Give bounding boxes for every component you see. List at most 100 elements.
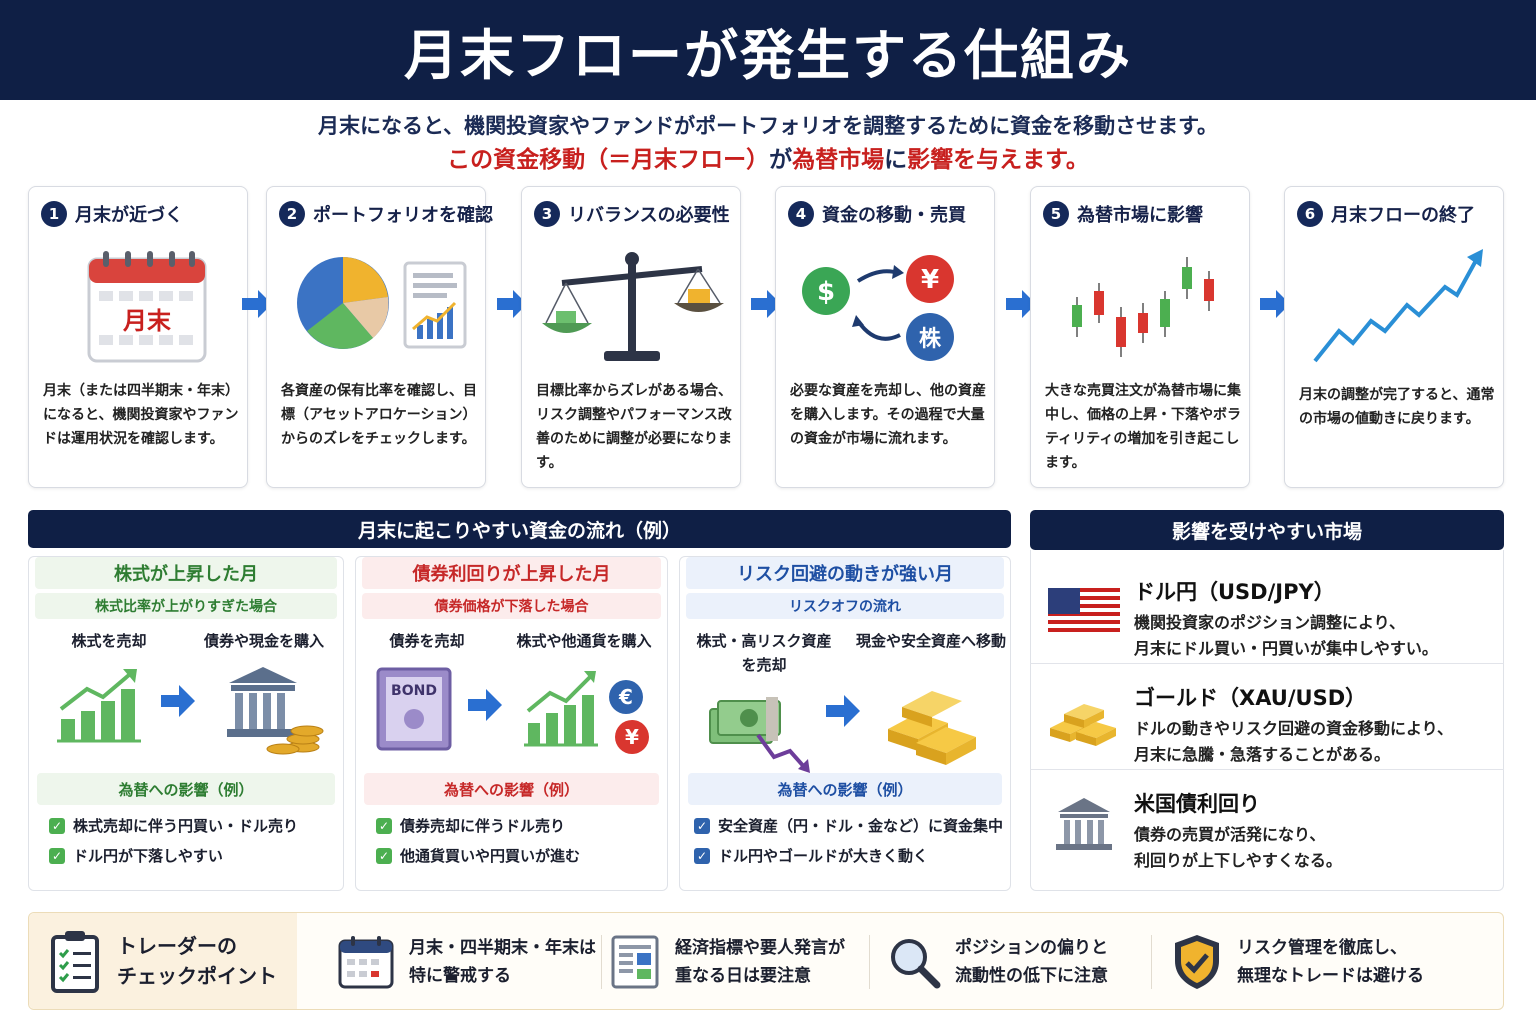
market-description: 債券の売買が活発になり、利回りが上下しやすくなる。 [1134, 825, 1342, 870]
step-title: 資金の移動・売買 [822, 205, 966, 226]
effect-title: 為替への影響（例） [37, 773, 335, 805]
effect-title: 為替への影響（例） [364, 773, 659, 805]
step-number: 6 [1297, 201, 1323, 227]
flow-section-title: 月末に起こりやすい資金の流れ（例） [28, 510, 1011, 548]
checkpoints-lead: トレーダーのチェックポイント [29, 913, 297, 1009]
checkpoints-title: トレーダーのチェックポイント [117, 934, 277, 988]
stock-symbol: 株 [919, 327, 942, 352]
pie-chart-icon [297, 257, 467, 349]
column-subtitle: リスクオフの流れ [686, 593, 1004, 619]
markets-panel [1030, 550, 1504, 891]
step-title: 月末フローの終了 [1331, 205, 1475, 226]
action-right: 現金や安全資産へ移動 [856, 632, 1007, 650]
check-item: ✓株式売却に伴う円買い・ドル売り [49, 815, 298, 836]
column-subtitle: 債券価格が下落した場合 [362, 593, 661, 619]
check-item: ✓ドル円が下落しやすい [49, 845, 223, 866]
check-item: ✓ドル円やゴールドが大きく動く [694, 845, 928, 866]
step-number: 4 [788, 201, 814, 227]
step-1: 1 月末が近づく 月末 月末（または四半期末・年末）になると、機関投資家やファンド… [28, 186, 248, 488]
step-text: 各資産の保有比率を確認し、目標（アセットアロケーション）からのズレをチェックしま… [281, 383, 477, 447]
step-number: 2 [279, 201, 305, 227]
divider [869, 935, 870, 989]
intro-highlight-2: 為替市場 [792, 147, 885, 173]
checkpoint-item: 経済指標や要人発言が重なる日は要注意 [609, 933, 845, 991]
action-right: 株式や他通貨を購入 [516, 632, 652, 650]
step-text: 必要な資産を売却し、他の資産を購入します。その過程で大量の資金が市場に流れます。 [790, 383, 986, 447]
market-item-usdjpy: ドル円（USD/JPY） 機関投資家のポジション調整により、月末にドル買い・円買… [1030, 558, 1504, 664]
step-6: 6 月末フローの終了 月末の調整が完了すると、通常の市場の値動きに戻ります。 [1284, 186, 1504, 488]
treasury-building-icon [1056, 798, 1112, 850]
us-flag-icon [1048, 588, 1120, 636]
check-icon: ✓ [694, 847, 710, 864]
check-item: ✓債券売却に伴うドル売り [376, 815, 565, 836]
market-description: ドルの動きやリスク回避の資金移動により、月末に急騰・急落することがある。 [1134, 719, 1454, 764]
action-left: 株式を売却 [71, 632, 147, 650]
market-name: 米国債利回り [1134, 792, 1260, 816]
step-text: 月末の調整が完了すると、通常の市場の値動きに戻ります。 [1299, 387, 1495, 427]
checkpoint-item: ポジションの偏りと流動性の低下に注意 [887, 933, 1108, 991]
step-text: 大きな売買注文が為替市場に集中し、価格の上昇・下落やボラティリティの増加を引き起… [1045, 383, 1241, 471]
calendar-label: 月末 [122, 307, 172, 335]
candlestick-icon [1072, 257, 1214, 357]
check-icon: ✓ [376, 847, 392, 864]
intro-highlight-1: この資金移動（＝月末フロー） [447, 147, 770, 173]
column-title: リスク回避の動きが強い月 [686, 557, 1004, 589]
checkpoint-item: 月末・四半期末・年末は特に警戒する [337, 933, 596, 991]
step-number: 5 [1043, 201, 1069, 227]
bond-to-currency-icon: BOND € ¥ [376, 667, 649, 754]
market-name: ゴールド（XAU/USD） [1134, 686, 1367, 710]
page-title: 月末フローが発生する仕組み [404, 23, 1132, 87]
check-item: ✓安全資産（円・ドル・金など）に資金集中 [694, 815, 1003, 836]
step-number: 3 [534, 201, 560, 227]
action-right: 債券や現金を購入 [203, 632, 324, 650]
trader-checkpoints: トレーダーのチェックポイント 月末・四半期末・年末は特に警戒する 経済指標や要人… [28, 912, 1504, 1010]
intro-highlight-3: 影響を与えます。 [907, 147, 1089, 173]
intro-text-1: が [769, 147, 793, 173]
check-icon: ✓ [49, 817, 65, 834]
divider [1151, 935, 1152, 989]
step-title: 月末が近づく [75, 205, 183, 226]
action-left: 債券を売却 [389, 632, 465, 650]
balance-scale-icon [542, 252, 724, 361]
market-item-treasury: 米国債利回り 債券の売買が活発になり、利回りが上下しやすくなる。 [1030, 770, 1504, 876]
flow-column-2: 債券利回りが上昇した月 債券価格が下落した場合 債券を売却 株式や他通貨を購入 … [355, 556, 668, 891]
calendar-icon: 月末 [87, 251, 207, 363]
intro-line-1: 月末になると、機関投資家やファンドがポートフォリオを調整するために資金を移動させ… [317, 114, 1219, 138]
check-icon: ✓ [49, 847, 65, 864]
magnifier-icon [891, 939, 941, 989]
arrow-right-icon [1006, 290, 1036, 318]
step-number: 1 [41, 201, 67, 227]
flow-column-1: 株式が上昇した月 株式比率が上がりすぎた場合 株式を売却 債券や現金を購入 為替… [28, 556, 344, 891]
intro: 月末になると、機関投資家やファンドがポートフォリオを調整するために資金を移動させ… [0, 110, 1536, 178]
column-subtitle: 株式比率が上がりすぎた場合 [35, 593, 337, 619]
step-title: ポートフォリオを確認 [313, 205, 493, 226]
header: 月末フローが発生する仕組み [0, 0, 1536, 100]
document-icon [611, 935, 659, 989]
gold-bars-icon [1050, 704, 1116, 746]
yen-symbol: ¥ [625, 725, 639, 749]
trend-up-icon [1313, 249, 1483, 363]
column-title: 株式が上昇した月 [35, 557, 337, 589]
check-icon: ✓ [694, 817, 710, 834]
step-text: 月末（または四半期末・年末）になると、機関投資家やファンドは運用状況を確認します… [43, 383, 239, 447]
intro-text-2: に [884, 147, 908, 173]
action-left: 株式・高リスク資産を売却 [696, 632, 832, 674]
clipboard-icon [51, 931, 99, 993]
stocks-to-bank-icon [57, 667, 324, 755]
arrow-right-icon [242, 290, 272, 318]
market-name: ドル円（USD/JPY） [1134, 580, 1335, 604]
step-2: 2 ポートフォリオを確認 各資産の保有比率を確認し、目標（アセットアロケーション）… [266, 186, 493, 488]
markets-section-title: 影響を受けやすい市場 [1030, 510, 1504, 550]
calendar-icon [338, 936, 394, 989]
market-item-gold: ゴールド（XAU/USD） ドルの動きやリスク回避の資金移動により、月末に急騰・… [1030, 664, 1504, 770]
money-exchange-icon: $ ¥ 株 [802, 255, 954, 361]
euro-symbol: € [618, 685, 633, 709]
divider [601, 935, 602, 989]
step-text: 目標比率からズレがある場合、リスク調整やパフォーマンス改善のために調整が必要にな… [536, 383, 732, 471]
arrow-right-icon [751, 290, 781, 318]
yen-symbol: ¥ [921, 265, 939, 295]
step-title: 為替市場に影響 [1077, 205, 1203, 226]
flow-column-3: リスク回避の動きが強い月 リスクオフの流れ 株式・高リスク資産を売却 現金や安全… [679, 556, 1011, 891]
checkpoint-item: リスク管理を徹底し、無理なトレードは避ける [1171, 933, 1424, 991]
